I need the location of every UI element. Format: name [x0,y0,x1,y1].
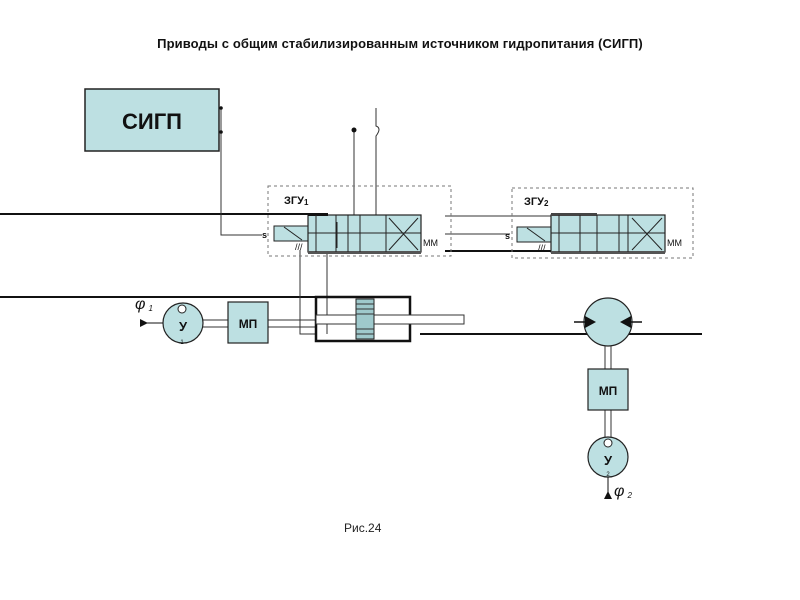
svg-text:s: s [505,231,510,241]
vertical-line-b [375,108,380,216]
sigp-label: СИГП [122,109,182,134]
svg-text:///: /// [295,242,303,252]
valve2-boundary [511,187,694,259]
motor-shaft [604,346,612,438]
pressure-lines [0,213,702,335]
amplifier1-label: У [179,319,188,334]
svg-text:///: /// [538,243,546,253]
svg-text:2: 2 [606,472,610,478]
mp2-block[interactable]: МП [587,368,629,411]
sigp-to-valve1-line [220,108,262,236]
svg-text:MM: MM [423,238,438,248]
valve2-group[interactable]: ЗГУ2 s /// MM [505,187,694,259]
hydraulic-motor[interactable] [574,297,642,347]
valve1-to-cylinder-left [299,250,316,335]
amplifier2[interactable]: У 2 [587,436,629,478]
mp2-label: МП [599,384,618,398]
svg-text:1: 1 [180,340,184,346]
valve1-actuator [273,225,309,242]
diagram-title: Приводы с общим стабилизированным источн… [157,36,643,51]
figure-caption: Рис.24 [344,521,382,535]
mp1-label: МП [239,317,258,331]
junction-dot [351,127,357,133]
cylinder-piston [355,298,375,340]
sigp-block[interactable]: СИГП [84,88,223,152]
svg-text:s: s [262,230,267,240]
valve2-label: ЗГУ2 [524,196,549,208]
hydraulic-cylinder[interactable] [314,295,465,343]
valve1-group[interactable]: ЗГУ1 s /// MM [262,185,452,257]
valve1-boundary [267,185,452,257]
amplifier1[interactable]: У 1 [162,302,204,346]
mp1-block[interactable]: МП [227,301,269,344]
svg-text:MM: MM [667,238,682,248]
amplifier2-label: У [604,453,613,468]
valve2-actuator [516,226,552,243]
valve1-label: ЗГУ1 [284,195,309,207]
